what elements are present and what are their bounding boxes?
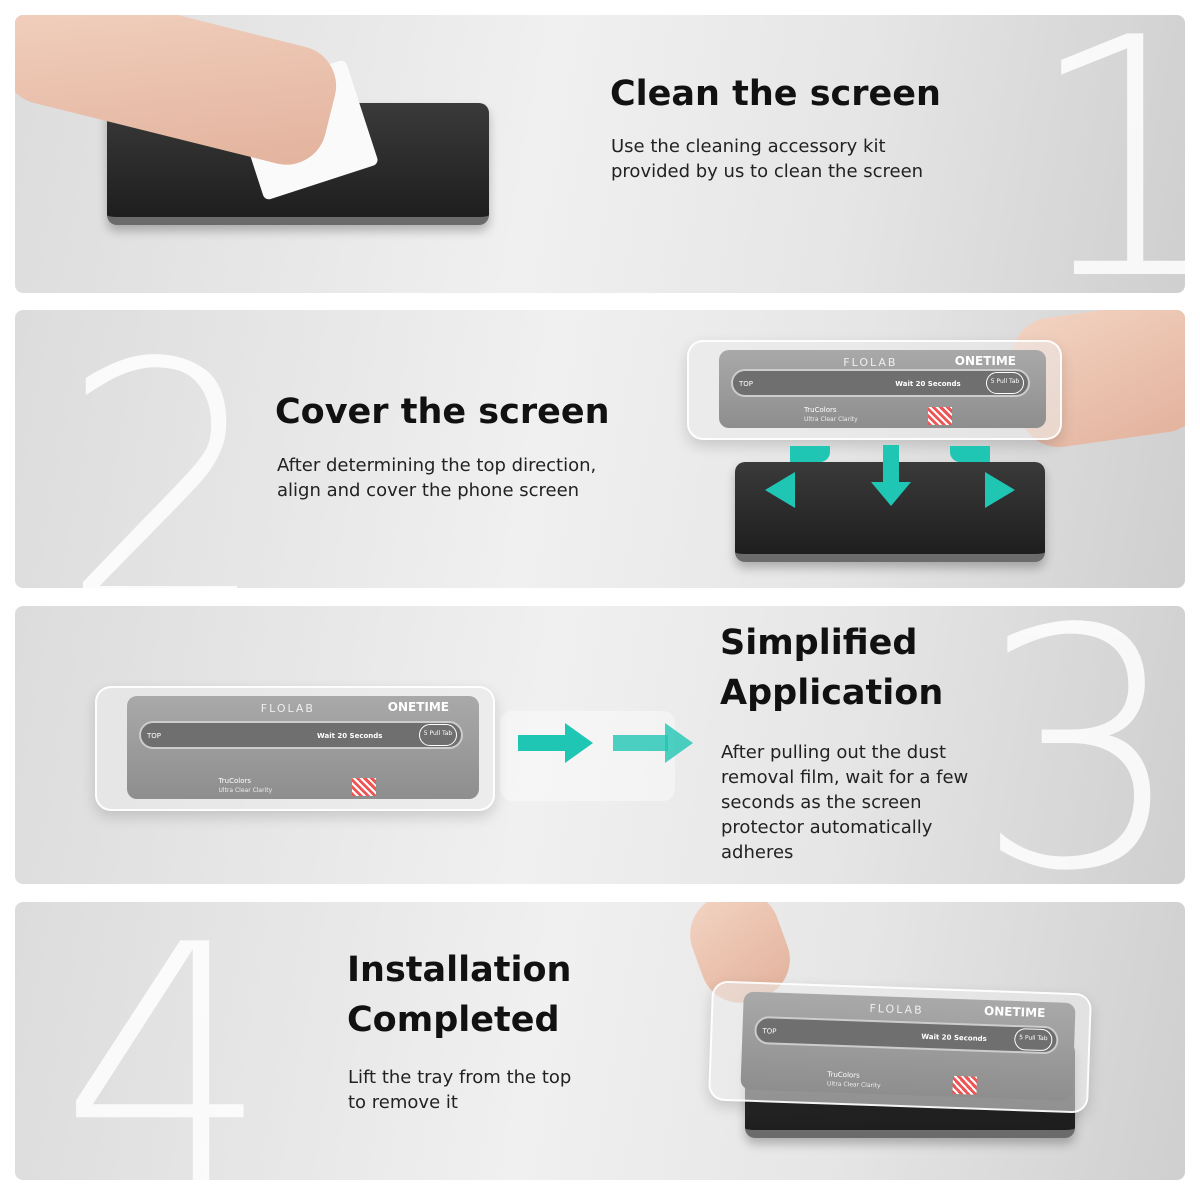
desc-line: Use the cleaning accessory kit [611, 136, 886, 157]
right-arrow-icon [665, 723, 693, 763]
tray-wait-label: Wait 20 Seconds [317, 731, 383, 740]
tray-feature: TruColors [827, 1070, 860, 1080]
tray-pull-tab: 5 Pull Tab [1013, 1027, 1053, 1051]
tray-top-label: TOP [739, 379, 754, 388]
tray-brand: FLOLAB [260, 702, 315, 715]
step-description: After determining the top direction, ali… [277, 453, 596, 503]
step-title: Installation Completed [347, 946, 571, 1045]
step-1-panel: 1 Clean the screen Use the cleaning acce… [15, 15, 1185, 293]
tray-top-label: TOP [147, 731, 162, 740]
tray-feature: TruColors [218, 777, 251, 785]
tray-feature: TruColors [804, 406, 837, 414]
step-number: 4 [60, 902, 270, 1180]
desc-line: seconds as the screen [721, 792, 922, 813]
tray-feature-sub: Ultra Clear Clarity [826, 1080, 881, 1090]
left-curved-arrow-icon [790, 446, 830, 462]
down-arrow-icon [883, 445, 899, 485]
qr-code [952, 1075, 978, 1095]
desc-line: align and cover the phone screen [277, 480, 580, 501]
tray-pull-tab: 5 Pull Tab [986, 371, 1024, 394]
tray-pull-tab: 5 Pull Tab [419, 723, 457, 746]
tray-feature-sub: Ultra Clear Clarity [804, 416, 858, 423]
tray-product: ONETIME [387, 700, 449, 714]
step-3-panel: 3 FLOLAB ONETIME TOP Wait 20 Seconds 5 Pull… [15, 606, 1185, 884]
step-2-panel: 2 Cover the screen After determining the… [15, 310, 1185, 588]
qr-code [352, 778, 377, 796]
tray-wait-label: Wait 20 Seconds [921, 1032, 987, 1043]
desc-line: provided by us to clean the screen [611, 161, 924, 182]
step-description: Lift the tray from the top to remove it [348, 1065, 571, 1115]
left-curved-arrow-icon [765, 472, 795, 508]
step-title: Cover the screen [275, 392, 610, 432]
installation-tray: FLOLAB ONETIME TOP Wait 20 Seconds 5 Pull T… [708, 980, 1092, 1114]
tray-product: ONETIME [954, 354, 1016, 368]
qr-code [928, 407, 953, 425]
tray-brand: FLOLAB [843, 356, 898, 369]
step-title: Simplified Application [720, 619, 943, 718]
tray-wait-label: Wait 20 Seconds [895, 379, 961, 388]
desc-line: After pulling out the dust [721, 742, 947, 763]
step-title: Clean the screen [610, 74, 941, 114]
right-curved-arrow-icon [950, 446, 990, 462]
right-curved-arrow-icon [985, 472, 1015, 508]
desc-line: adheres [721, 842, 794, 863]
step-number: 3 [975, 606, 1185, 884]
step-number: 1 [1025, 15, 1185, 293]
installation-tray: FLOLAB ONETIME TOP Wait 20 Seconds 5 Pull T… [95, 686, 495, 811]
title-line: Application [720, 672, 944, 713]
desc-line: Lift the tray from the top [348, 1067, 572, 1088]
desc-line: protector automatically [721, 817, 933, 838]
title-line: Installation [347, 950, 572, 990]
right-arrow-icon [613, 735, 668, 751]
step-4-panel: 4 Installation Completed Lift the tray f… [15, 902, 1185, 1180]
step-description: After pulling out the dust removal film,… [721, 740, 968, 865]
tray-brand: FLOLAB [869, 1001, 924, 1017]
step-number: 2 [60, 310, 270, 588]
right-arrow-icon [565, 723, 593, 763]
title-line: Simplified [720, 623, 918, 663]
desc-line: removal film, wait for a few [721, 767, 969, 788]
tray-feature-sub: Ultra Clear Clarity [218, 787, 273, 794]
desc-line: After determining the top direction, [277, 455, 597, 476]
tray-top-label: TOP [762, 1026, 777, 1036]
right-arrow-icon [518, 735, 568, 751]
installation-tray: FLOLAB ONETIME TOP Wait 20 Seconds 5 Pull T… [687, 340, 1062, 440]
tray-product: ONETIME [983, 1003, 1046, 1021]
desc-line: to remove it [348, 1092, 458, 1113]
step-description: Use the cleaning accessory kit provided … [611, 134, 923, 184]
down-arrow-icon [871, 482, 911, 506]
title-line: Completed [347, 999, 560, 1040]
